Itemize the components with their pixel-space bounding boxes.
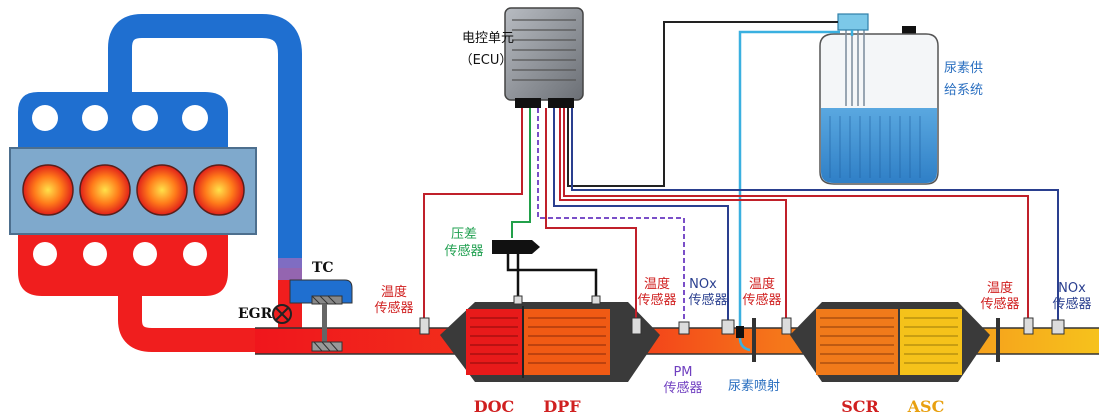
- wiring: [423, 21, 1059, 352]
- nox-sensor-label: NOx: [689, 277, 717, 292]
- exhaust-port: [133, 242, 157, 266]
- cylinder: [22, 164, 74, 216]
- engine: [9, 14, 302, 352]
- scr-label: SCR: [841, 397, 879, 416]
- pipe-flange: [752, 318, 1000, 362]
- pm-sensor-label: 传感器: [663, 380, 702, 396]
- nox-sensor-label: NOx: [1058, 281, 1086, 296]
- intake-port: [132, 105, 158, 131]
- temp-sensor-label: 传感器: [742, 292, 781, 308]
- ecu-unit: [504, 7, 584, 108]
- temp-sensor-label: 温度: [749, 276, 775, 292]
- intake-port: [182, 105, 208, 131]
- dpf-label: DPF: [543, 397, 581, 416]
- pressure-diff-sensor: [492, 240, 601, 305]
- intake-port: [32, 105, 58, 131]
- exhaust-port: [33, 242, 57, 266]
- exhaust-port: [183, 242, 207, 266]
- temp-sensor-label: 传感器: [637, 292, 676, 308]
- ecu-label: 电控单元: [462, 31, 514, 46]
- egr-label: EGR: [238, 306, 273, 322]
- urea-tank: [819, 13, 939, 185]
- urea-injection-label: 尿素喷射: [728, 378, 780, 394]
- ecu-label: （ECU）: [460, 53, 513, 68]
- asc-label: ASC: [907, 397, 945, 416]
- urea-supply-label: 给系统: [944, 83, 983, 98]
- doc-dpf-canister: [440, 302, 660, 382]
- exhaust-port: [83, 242, 107, 266]
- temp-sensor-label: 温度: [987, 280, 1013, 296]
- sensor-probes: [419, 317, 1065, 335]
- nox-sensor-label: 传感器: [1052, 296, 1091, 312]
- nox-sensor-label: 传感器: [688, 292, 727, 308]
- urea-supply-label: 尿素供: [944, 61, 983, 76]
- tc-label: TC: [312, 260, 334, 276]
- cylinder: [193, 164, 245, 216]
- urea-injector-icon: [736, 326, 744, 338]
- pressure-diff-label: 传感器: [444, 243, 483, 259]
- egr-valve-icon: [272, 304, 292, 324]
- pressure-diff-label: 压差: [451, 227, 477, 242]
- cylinder: [136, 164, 188, 216]
- intake-port: [82, 105, 108, 131]
- scr-asc-canister: [790, 302, 990, 382]
- doc-label: DOC: [474, 397, 515, 416]
- temp-sensor-label: 温度: [644, 276, 670, 292]
- temp-sensor-label: 传感器: [980, 296, 1019, 312]
- temp-sensor-label: 温度: [381, 284, 407, 300]
- temp-sensor-label: 传感器: [374, 300, 413, 316]
- pm-sensor-label: PM: [673, 365, 692, 380]
- turbocharger: [289, 279, 353, 352]
- cylinder: [79, 164, 131, 216]
